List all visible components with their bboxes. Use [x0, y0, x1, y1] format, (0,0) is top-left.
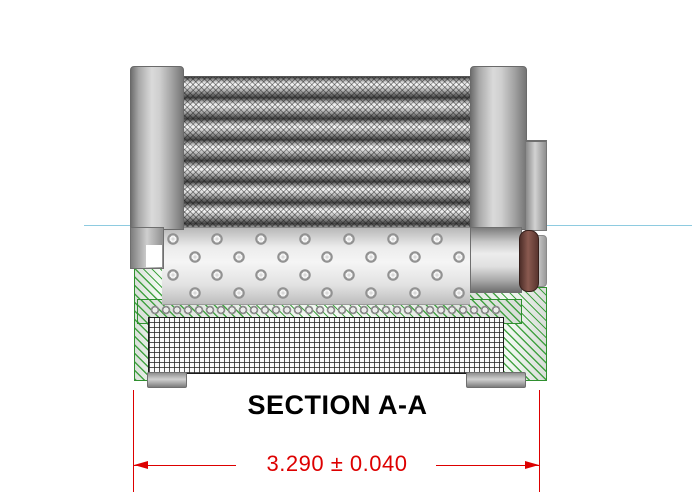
o-ring-seal: [519, 230, 539, 292]
core-tube-right-end: [470, 227, 522, 293]
left-foot: [147, 372, 187, 388]
left-end-cap: [130, 66, 184, 230]
dimension-line-left-segment: [134, 465, 236, 466]
dimension-extension-line-right: [539, 390, 540, 492]
mesh-screen: [148, 317, 504, 374]
filter-pleats: [182, 76, 470, 228]
perforated-core-tube: [162, 227, 470, 305]
right-end-cap: [470, 66, 527, 230]
dimension-extension-line-left: [133, 390, 134, 492]
dimension-arrow-left: [134, 461, 148, 469]
right-foot: [466, 372, 526, 388]
right-end-cap-step: [525, 140, 547, 231]
dimension-line-right-segment: [436, 465, 539, 466]
left-cap-groove: [146, 245, 162, 267]
dimension-arrow-right: [525, 461, 539, 469]
section-view-label: SECTION A-A: [247, 390, 428, 420]
bead-row: [150, 304, 502, 317]
dimension-text: 3.290 ± 0.040: [266, 451, 408, 476]
